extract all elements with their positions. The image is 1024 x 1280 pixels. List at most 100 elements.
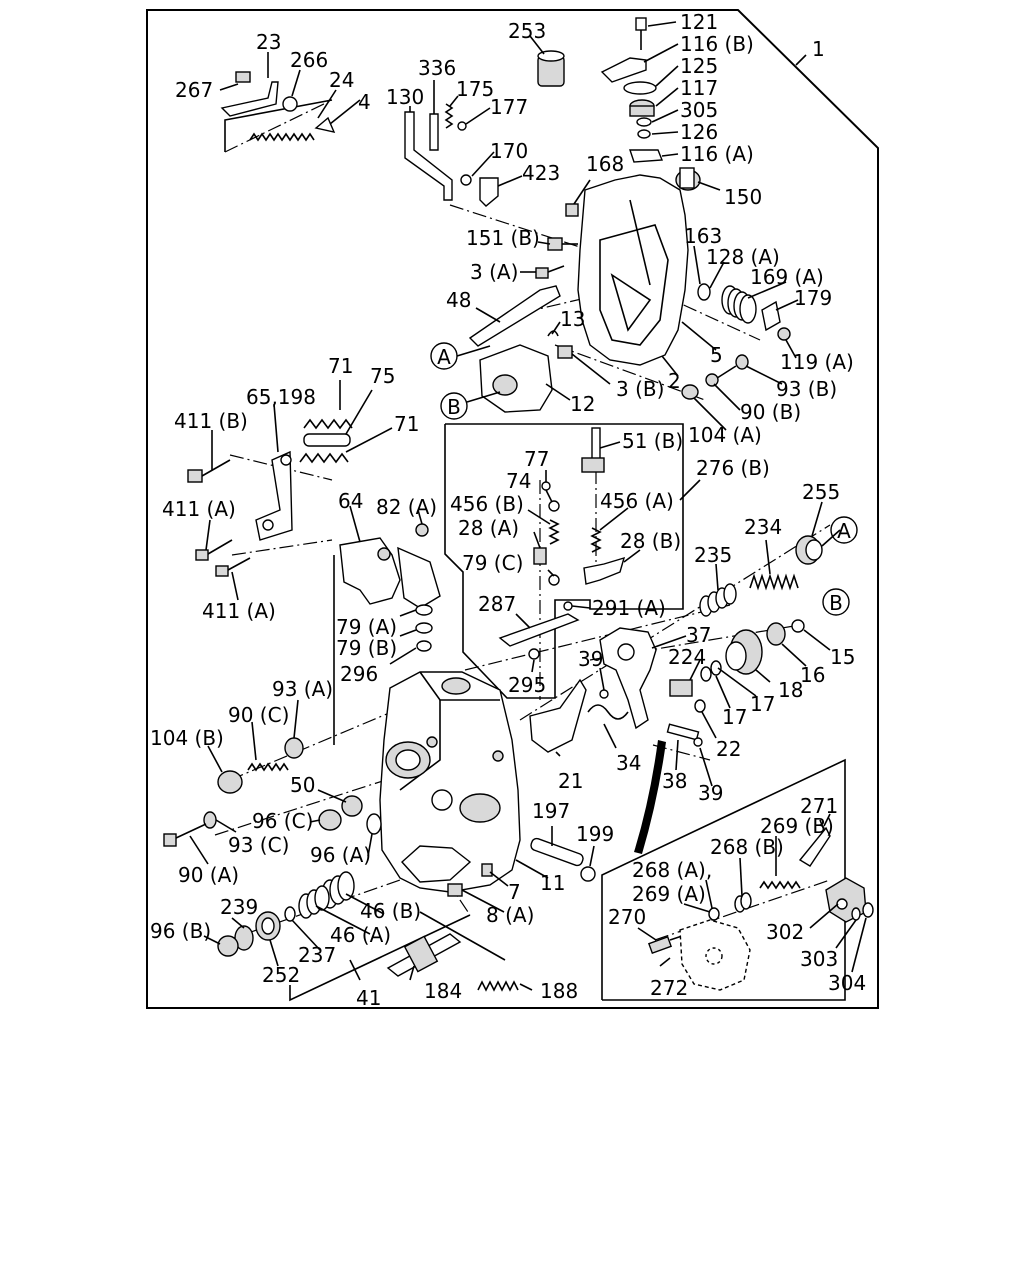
pointer-arrow xyxy=(634,740,666,854)
part-17-washer-b xyxy=(700,666,712,682)
label-104A: 104 (A) xyxy=(688,423,762,447)
part-2-governor-cover xyxy=(577,174,689,366)
part-287-plate xyxy=(498,613,580,647)
part-8A-bolt xyxy=(447,883,463,897)
ref-A-top-label: A xyxy=(437,345,451,369)
label-74: 74 xyxy=(506,469,531,493)
part-12-cover xyxy=(479,344,553,413)
part-272-assembly xyxy=(679,919,751,991)
label-46B: 46 (B) xyxy=(360,899,421,923)
part-96B-cap xyxy=(217,935,239,957)
label-93B: 93 (B) xyxy=(776,377,837,401)
label-116A: 116 (A) xyxy=(680,142,754,166)
label-28A: 28 (A) xyxy=(458,516,519,540)
part-79C-washer xyxy=(548,574,560,586)
label-295: 295 xyxy=(508,673,546,697)
part-175-spring xyxy=(444,103,454,129)
label-5: 5 xyxy=(710,343,723,367)
label-234: 234 xyxy=(744,515,782,539)
label-224: 224 xyxy=(668,645,706,669)
label-17-a: 17 xyxy=(750,692,775,716)
part-21-bracket xyxy=(529,678,587,753)
part-17-washer-a xyxy=(710,660,722,676)
part-456A-spring xyxy=(590,527,602,553)
label-126: 126 xyxy=(680,120,718,144)
assembly-label: 1 xyxy=(812,37,825,61)
label-71-top: 71 xyxy=(328,354,353,378)
part-266-nut xyxy=(282,96,298,112)
label-272: 272 xyxy=(650,976,688,1000)
label-456B: 456 (B) xyxy=(450,492,524,516)
label-255: 255 xyxy=(802,480,840,504)
part-90A-bolt xyxy=(163,823,207,847)
part-79A-washer xyxy=(415,604,433,616)
part-168-bolt xyxy=(565,203,579,217)
label-168: 168 xyxy=(586,152,624,176)
part-labels: 23 266 267 24 4 336 130 175 177 170 423 … xyxy=(150,10,866,1010)
ref-B-right-marker xyxy=(822,588,850,616)
part-456B-spring xyxy=(548,519,560,545)
label-121: 121 xyxy=(680,10,718,34)
label-64: 64 xyxy=(338,489,363,513)
label-17-b: 17 xyxy=(722,705,747,729)
part-126-washer xyxy=(637,129,651,139)
part-74-washer xyxy=(548,500,560,512)
label-268A: 268 (A), xyxy=(632,858,712,882)
part-22-washer xyxy=(694,699,706,713)
label-18: 18 xyxy=(778,678,803,702)
label-163: 163 xyxy=(684,224,722,248)
label-79B: 79 (B) xyxy=(336,636,397,660)
label-302: 302 xyxy=(766,920,804,944)
label-296: 296 xyxy=(340,662,378,686)
part-24-spring xyxy=(249,132,315,142)
part-3B-bolt xyxy=(557,345,573,359)
label-93A: 93 (A) xyxy=(272,677,333,701)
label-51B: 51 (B) xyxy=(622,429,683,453)
label-271: 271 xyxy=(800,794,838,818)
label-411A-2: 411 (A) xyxy=(202,599,276,623)
part-184-sleeve xyxy=(386,933,462,977)
part-268B-spring xyxy=(734,892,752,913)
part-64-cam-lever xyxy=(339,537,441,609)
ref-B-top-label: B xyxy=(447,395,461,419)
label-75: 75 xyxy=(370,364,395,388)
part-271-lever xyxy=(798,813,831,867)
ref-A-right-marker xyxy=(830,516,858,544)
label-39-a: 39 xyxy=(578,647,603,671)
label-96B: 96 (B) xyxy=(150,919,211,943)
part-39-clip-a xyxy=(599,689,609,699)
label-175: 175 xyxy=(456,77,494,101)
label-79A: 79 (A) xyxy=(336,615,397,639)
label-4: 4 xyxy=(358,90,371,114)
label-184: 184 xyxy=(424,979,462,1003)
part-71-spring-a xyxy=(303,418,353,430)
part-305-ring xyxy=(636,117,652,127)
part-237-ring xyxy=(284,906,296,922)
label-266: 266 xyxy=(290,48,328,72)
label-48: 48 xyxy=(446,288,471,312)
label-90C: 90 (C) xyxy=(228,703,289,727)
part-116B-lever xyxy=(600,57,647,83)
label-50: 50 xyxy=(290,773,315,797)
part-169A-spring xyxy=(721,285,757,324)
label-90A: 90 (A) xyxy=(178,863,239,887)
part-125-washer xyxy=(623,81,657,95)
part-336-plate xyxy=(429,113,439,151)
part-82A-nut xyxy=(415,523,429,537)
label-3A: 3 (A) xyxy=(470,260,518,284)
label-96C: 96 (C) xyxy=(252,809,313,833)
label-116B: 116 (B) xyxy=(680,32,754,56)
label-276B: 276 (B) xyxy=(696,456,770,480)
part-411B-bolt xyxy=(187,459,231,483)
label-46A: 46 (A) xyxy=(330,923,391,947)
part-188-stud xyxy=(477,980,519,992)
label-304: 304 xyxy=(828,971,866,995)
label-39-b: 39 xyxy=(698,781,723,805)
part-291A-clip xyxy=(563,601,573,611)
label-456A: 456 (A) xyxy=(600,489,674,513)
part-34-spring xyxy=(587,704,629,720)
label-82A: 82 (A) xyxy=(376,495,437,519)
part-253-sleeve xyxy=(537,50,565,87)
part-295-clip xyxy=(528,648,540,660)
part-38-pin xyxy=(666,723,700,741)
